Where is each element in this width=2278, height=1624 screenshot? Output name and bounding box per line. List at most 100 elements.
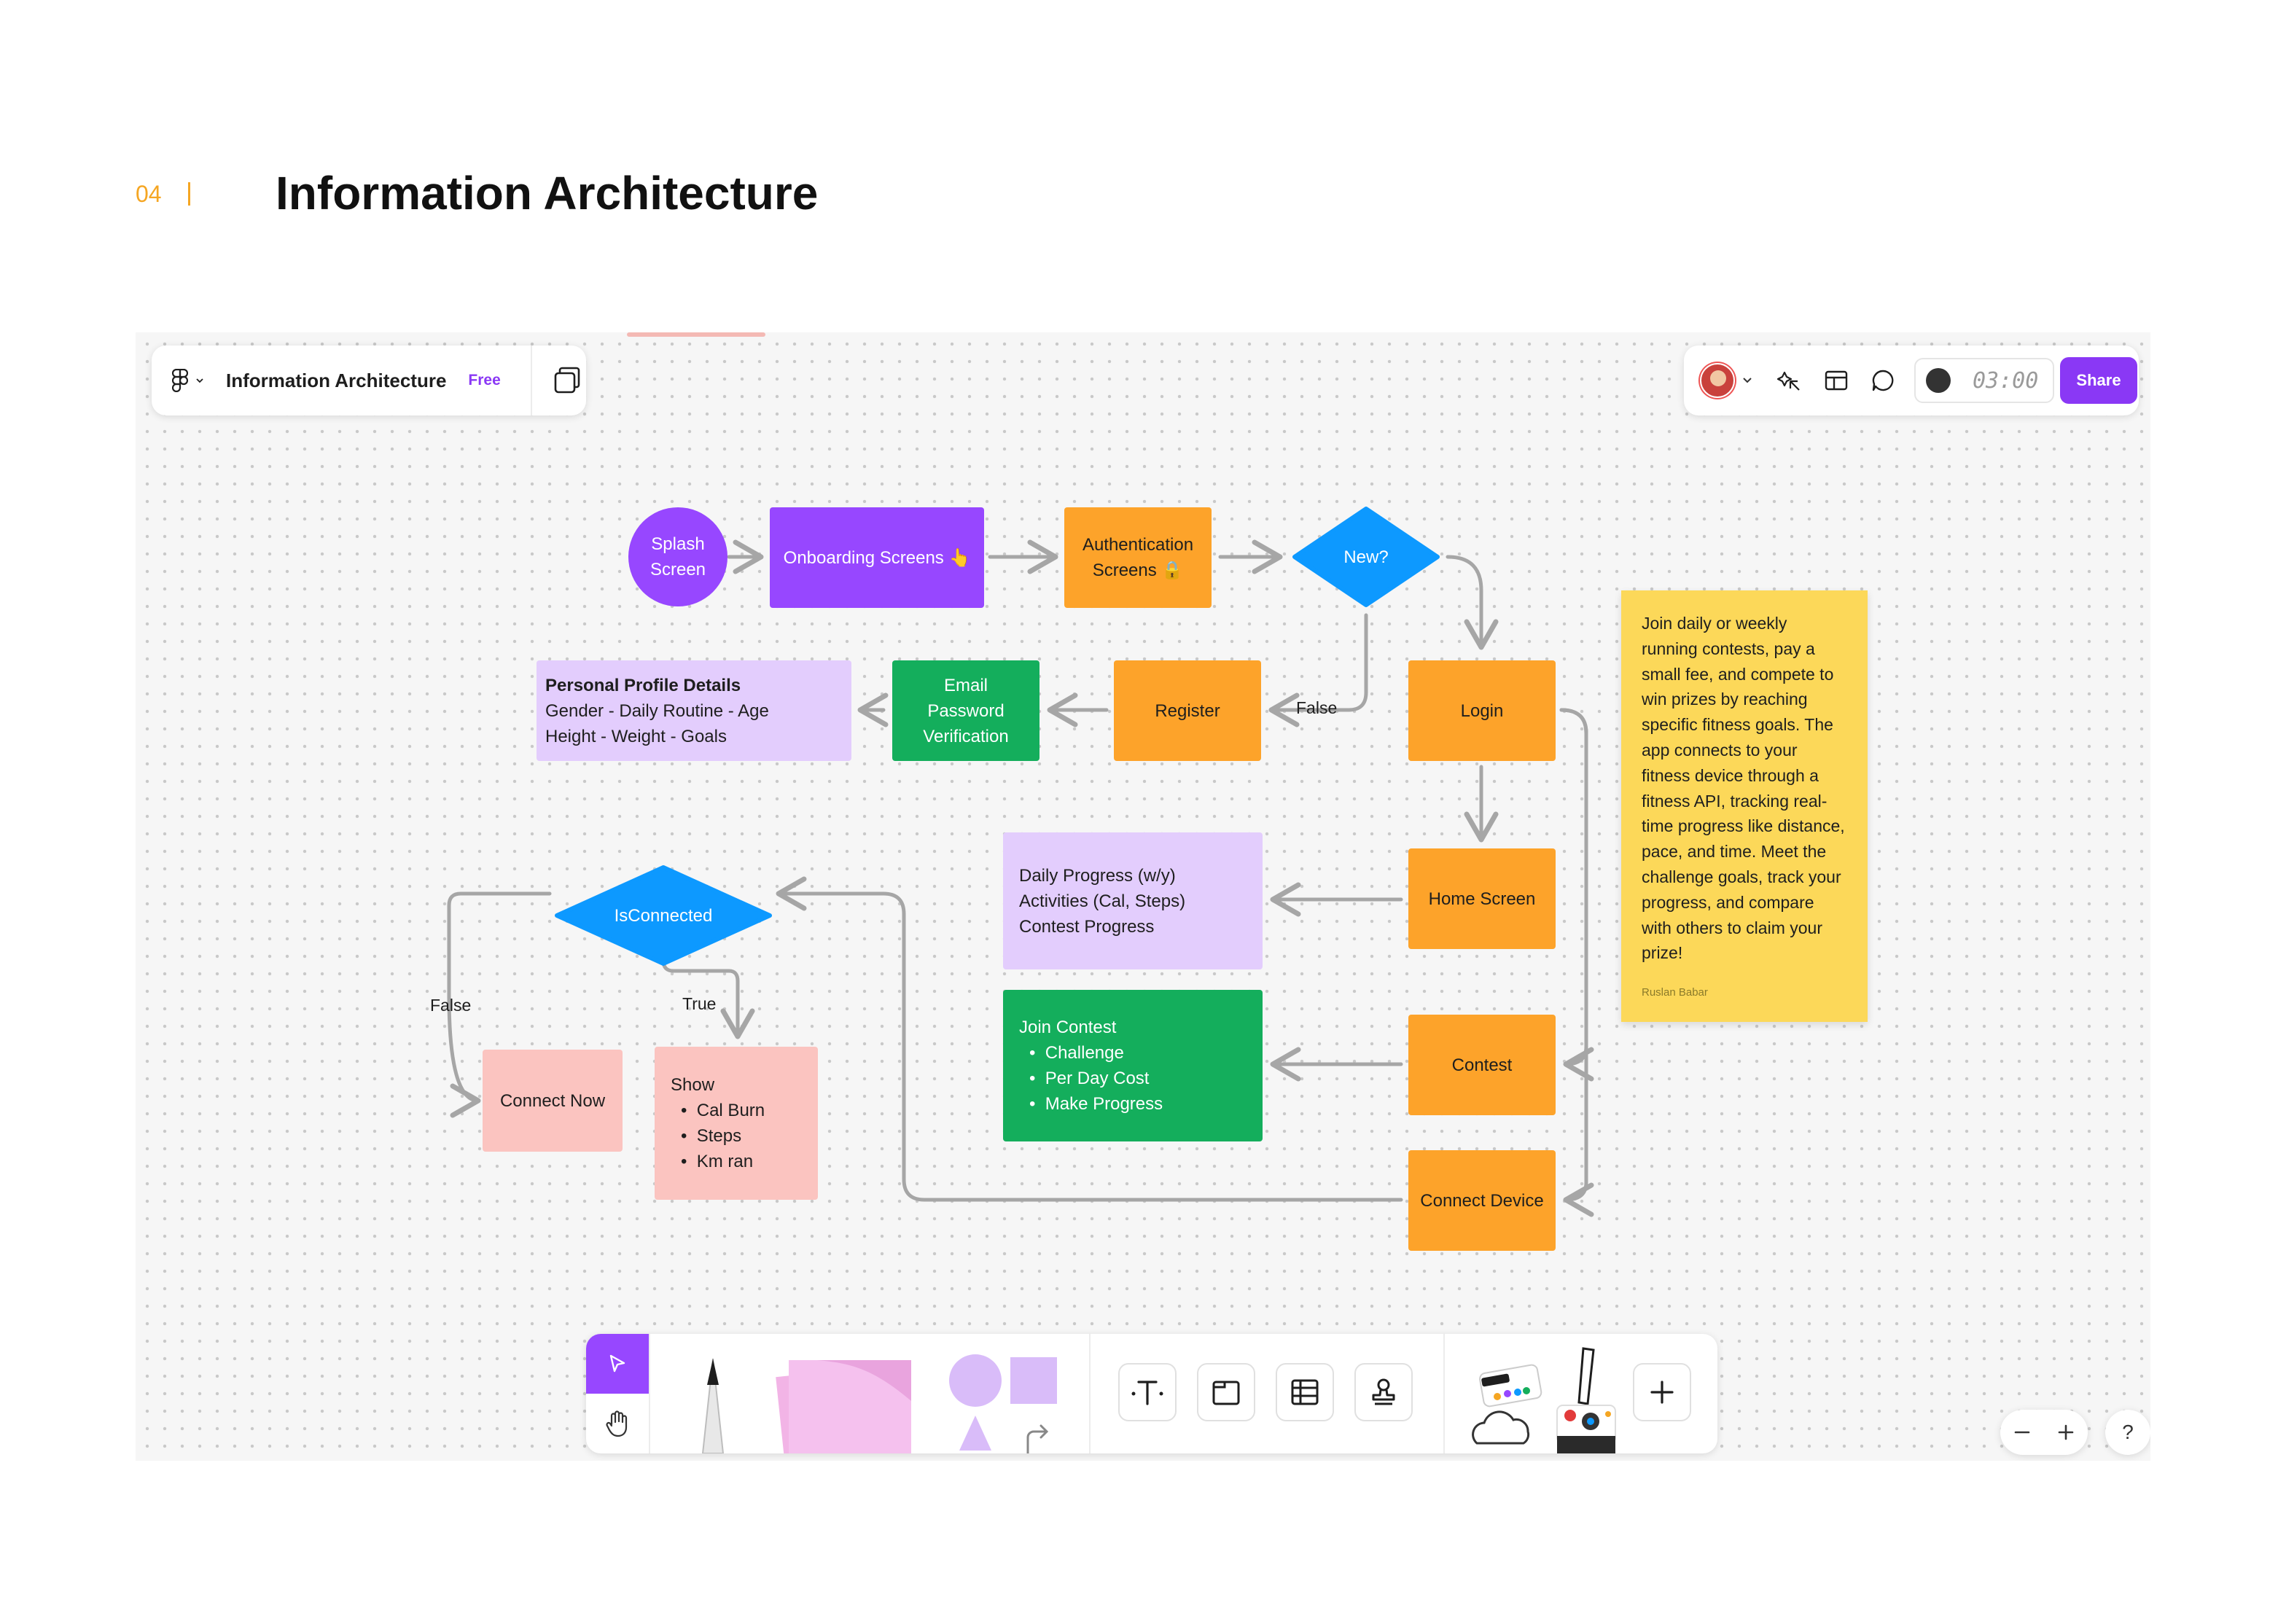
decision-label: New? <box>1343 547 1389 567</box>
plus-icon <box>1650 1381 1674 1404</box>
help-button[interactable]: ? <box>2105 1410 2150 1455</box>
section-number: 04 <box>136 181 162 207</box>
register-node[interactable]: Register <box>1114 660 1261 761</box>
node-label: Authentication <box>1082 535 1194 555</box>
node-label: Email <box>943 675 988 695</box>
creation-toolbar <box>586 1334 1717 1453</box>
node-label: Onboarding Screens 👆 <box>783 547 971 568</box>
node-line: Height - Weight - Goals <box>545 726 727 746</box>
divider <box>1443 1334 1445 1453</box>
text-icon <box>1131 1381 1163 1405</box>
show-stats-node[interactable]: Show • Cal Burn • Steps • Km ran <box>655 1047 818 1200</box>
node-label: Password <box>927 700 1005 721</box>
node-label: Contest <box>1451 1055 1513 1075</box>
edge-login-contest <box>1559 708 1594 1082</box>
page-title: Information Architecture <box>276 167 819 219</box>
ai-sparkle-icon[interactable] <box>1774 367 1802 394</box>
decision-label: IsConnected <box>614 905 713 926</box>
node-label: Connect Device <box>1420 1190 1544 1211</box>
node-line: Contest Progress <box>1019 916 1155 937</box>
hand-tool[interactable] <box>586 1394 649 1453</box>
connect-device-node[interactable]: Connect Device <box>1408 1150 1556 1251</box>
zoom-in-icon[interactable] <box>2056 1423 2075 1442</box>
node-label: Register <box>1155 700 1220 721</box>
jambot-widget[interactable] <box>1467 1334 1547 1453</box>
stamp-tool-button[interactable] <box>1354 1363 1413 1421</box>
sticky-text: Join daily or weekly running contests, p… <box>1642 614 1845 963</box>
sticky-note-tool[interactable] <box>765 1334 918 1453</box>
node-title: Join Contest <box>1019 1018 1117 1037</box>
sticky-note[interactable]: Join daily or weekly running contests, p… <box>1621 590 1868 1022</box>
stamp-icon <box>1372 1378 1395 1405</box>
edge-new-register <box>1268 613 1368 727</box>
offscreen-sticky-edge <box>627 332 765 337</box>
collab-panel: 03:00 Share <box>1684 346 2139 415</box>
node-line: Gender - Daily Routine - Age <box>545 700 769 721</box>
table-icon <box>1291 1379 1319 1405</box>
true-edge-label: True <box>682 994 717 1013</box>
connect-now-node[interactable]: Connect Now <box>483 1050 623 1152</box>
list-item: • Steps <box>681 1126 742 1146</box>
edge-isconnected-connectnow <box>447 891 552 1118</box>
share-button[interactable]: Share <box>2060 357 2137 404</box>
node-label: Screens 🔒 <box>1092 561 1184 580</box>
onboarding-node[interactable]: Onboarding Screens 👆 <box>770 507 984 608</box>
hand-icon <box>606 1410 628 1437</box>
daily-progress-node[interactable]: Daily Progress (w/y) Activities (Cal, St… <box>1003 832 1263 969</box>
login-node[interactable]: Login <box>1408 660 1556 761</box>
list-item: • Make Progress <box>1029 1094 1163 1114</box>
node-title: Show <box>671 1075 715 1095</box>
false-edge-label: False <box>1296 698 1338 717</box>
divider <box>649 1334 650 1453</box>
node-label: Login <box>1460 700 1504 721</box>
avatar[interactable] <box>1700 363 1735 398</box>
comment-icon[interactable] <box>1871 368 1895 393</box>
tool-switcher <box>586 1334 649 1453</box>
main-menu-button[interactable] <box>172 369 204 392</box>
list-item: • Cal Burn <box>681 1101 765 1120</box>
join-contest-node[interactable]: Join Contest • Challenge • Per Day Cost … <box>1003 990 1263 1141</box>
section-icon <box>1212 1381 1240 1405</box>
contest-node[interactable]: Contest <box>1408 1015 1556 1115</box>
figma-logo-icon <box>172 369 188 392</box>
edge-new-login <box>1446 555 1499 650</box>
profile-details-node[interactable]: Personal Profile Details Gender - Daily … <box>537 660 851 761</box>
isconnected-decision-node[interactable] <box>554 864 773 967</box>
zoom-out-icon[interactable] <box>2013 1423 2032 1442</box>
more-tools-button[interactable] <box>1633 1363 1691 1421</box>
shapes-tool[interactable] <box>940 1334 1069 1453</box>
list-item: • Per Day Cost <box>1029 1069 1150 1088</box>
plan-badge[interactable]: Free <box>468 372 501 389</box>
node-label: Connect Now <box>499 1090 606 1111</box>
node-line: Activities (Cal, Steps) <box>1019 891 1186 911</box>
file-title[interactable]: Information Architecture <box>226 369 447 391</box>
file-header-panel: Information Architecture Free <box>152 346 586 415</box>
list-item: • Challenge <box>1029 1043 1124 1063</box>
sticky-author: Ruslan Babar <box>1642 986 1708 999</box>
chevron-down-icon[interactable] <box>1742 377 1752 384</box>
text-tool-button[interactable] <box>1118 1363 1177 1421</box>
section-tool-button[interactable] <box>1197 1363 1255 1421</box>
list-item-text: Km ran <box>696 1152 754 1171</box>
home-screen-node[interactable]: Home Screen <box>1408 848 1556 949</box>
photo-booth-widget[interactable] <box>1547 1334 1627 1453</box>
section-divider <box>188 182 190 206</box>
table-tool-button[interactable] <box>1276 1363 1334 1421</box>
list-item-text: Steps <box>696 1126 742 1146</box>
marker-pen-tool[interactable] <box>679 1334 746 1453</box>
layout-icon[interactable] <box>1824 368 1849 393</box>
pages-icon[interactable] <box>551 364 583 397</box>
timer-button[interactable]: 03:00 <box>1914 358 2054 403</box>
divider <box>1089 1334 1091 1453</box>
select-tool[interactable] <box>586 1334 649 1394</box>
list-item-text: Cal Burn <box>696 1101 765 1120</box>
timer-music-icon <box>1926 368 1951 393</box>
new-decision-node[interactable] <box>1292 506 1440 608</box>
figjam-board[interactable]: Information Architecture Free 03:00 Shar… <box>136 332 2150 1461</box>
flow-connectors <box>447 539 1594 1217</box>
node-label: Home Screen <box>1428 889 1536 909</box>
zoom-controls <box>2000 1410 2088 1455</box>
